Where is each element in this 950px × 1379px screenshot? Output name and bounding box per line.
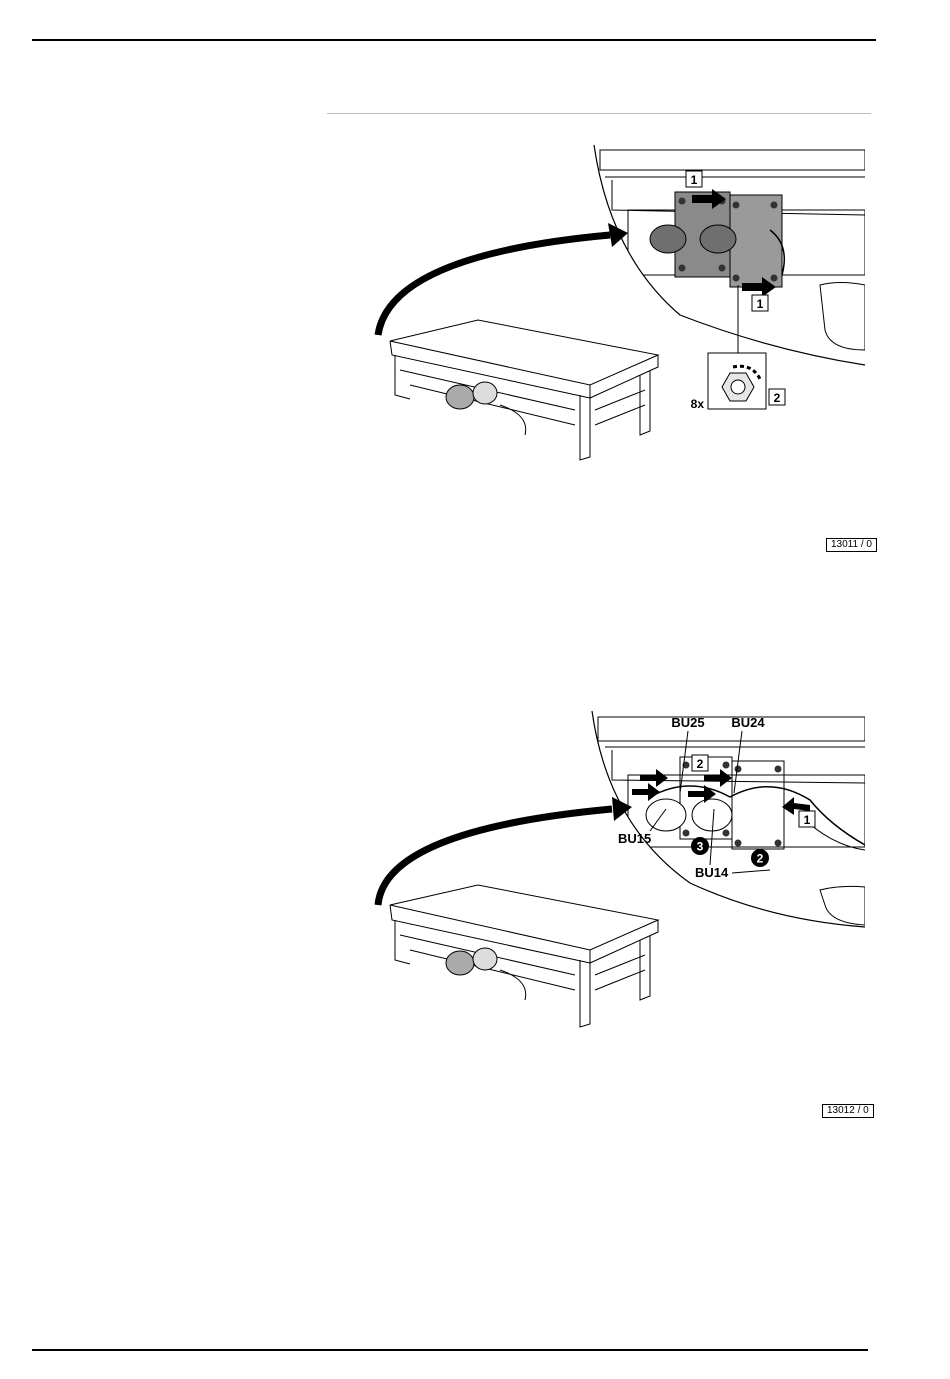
socket-right <box>700 225 736 253</box>
frame-unit <box>390 885 658 1027</box>
figure-13011: 1 1 8x 2 <box>350 135 870 475</box>
callout-2: 2 <box>774 391 781 405</box>
callout-3: 3 <box>697 840 704 854</box>
mount-plate-right <box>730 195 782 287</box>
connector-label-bu14: BU14 <box>695 865 729 880</box>
figure-ref-13012: 13012 / 0 <box>822 1104 874 1118</box>
footer-rule <box>32 1349 868 1351</box>
quantity-label: 8x <box>691 397 705 411</box>
callout-2: 2 <box>697 757 704 771</box>
callout-1: 1 <box>691 173 698 187</box>
arrow-head <box>612 797 632 821</box>
header-rule <box>32 39 876 41</box>
frame-unit <box>390 320 658 460</box>
arrow-head <box>608 223 628 247</box>
section-rule <box>327 113 871 114</box>
callout-2: 2 <box>757 852 764 866</box>
callout-1: 1 <box>757 297 764 311</box>
pointer-arrow <box>378 235 610 335</box>
connector-label-bu15: BU15 <box>618 831 651 846</box>
socket-left <box>650 225 686 253</box>
callout-1: 1 <box>804 813 811 827</box>
figure-ref-13011: 13011 / 0 <box>826 538 877 552</box>
figure-13012: BU25 BU24 2 BU15 BU14 3 2 1 <box>350 705 870 1040</box>
connector-label-bu24: BU24 <box>731 715 765 730</box>
connector-label-bu25: BU25 <box>671 715 704 730</box>
